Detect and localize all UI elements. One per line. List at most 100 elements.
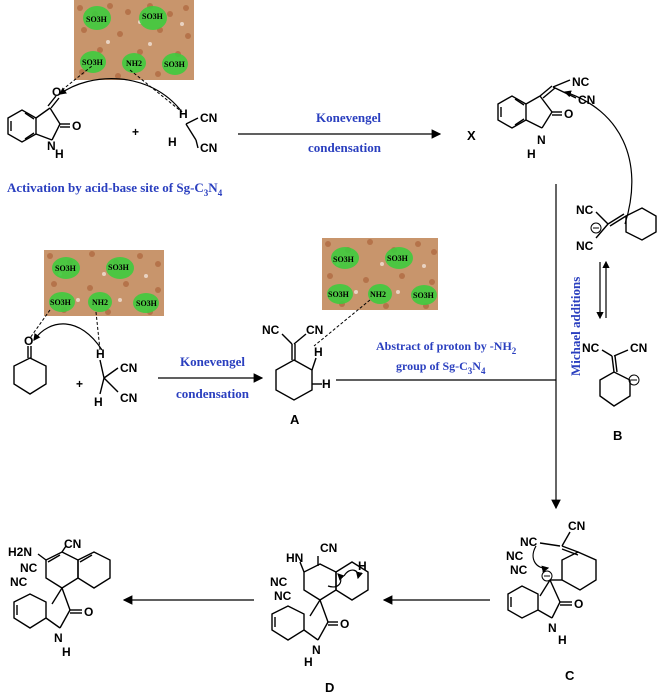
atom-h: H — [527, 147, 536, 161]
atom-h: H — [168, 135, 177, 149]
atom-n: N — [548, 621, 557, 635]
atom-cn: CN — [120, 361, 137, 375]
atom-nc: NC — [576, 203, 594, 217]
atom-h: H — [55, 147, 64, 161]
h-bond-dash — [95, 311, 101, 351]
sheet-site-nh2: NH2 — [92, 298, 108, 307]
atom-cn: CN — [568, 519, 585, 533]
atom-cn: CN — [64, 537, 81, 551]
compound-x: O N H NC CN — [497, 75, 595, 161]
compound-c: NC CN NC NC O N H — [506, 519, 597, 647]
step-label: condensation — [176, 386, 250, 401]
catalyst-sheet-centre: SO3H SO3H SO3H NH2 SO3H — [322, 238, 438, 310]
sheet-site-so3h: SO3H — [413, 291, 435, 300]
atom-nc: NC — [582, 341, 600, 355]
atom-cn: CN — [320, 541, 337, 555]
compound-label-d: D — [325, 680, 334, 695]
step-label: Konevengel — [316, 110, 381, 125]
michael-label: Michael additions — [568, 277, 583, 376]
atom-nc: NC — [506, 549, 524, 563]
sheet-site-so3h: SO3H — [82, 58, 104, 67]
atom-h: H — [314, 345, 323, 359]
atom-h2n: H2N — [8, 545, 32, 559]
sheet-site-so3h: SO3H — [136, 299, 158, 308]
atom-h: H — [94, 395, 103, 409]
h-bond-dash — [61, 65, 93, 91]
compound-label-a: A — [290, 412, 300, 427]
atom-cn: CN — [200, 141, 217, 155]
sheet-site-so3h: SO3H — [55, 264, 77, 273]
atom-o: O — [564, 107, 573, 121]
compound-b: NC CN — [582, 341, 647, 407]
atom-n: N — [537, 133, 546, 147]
sheet-site-nh2: NH2 — [126, 59, 142, 68]
compound-d: HN CN NC NC H O N H — [270, 541, 369, 669]
curved-arrow — [59, 78, 183, 113]
compound-label-c: C — [565, 668, 575, 683]
atom-cn: CN — [120, 391, 137, 405]
cyclohexanone-molecule: O — [13, 334, 47, 395]
atom-h: H — [358, 559, 367, 573]
catalyst-sheet-top: SO3H SO3H SO3H NH2 SO3H — [74, 0, 194, 80]
atom-h: H — [96, 347, 105, 361]
h-bond-dash — [29, 309, 51, 339]
isatin-molecule: O O N H — [7, 85, 81, 161]
compound-label-b: B — [613, 428, 622, 443]
catalyst-sheet-left: SO3H SO3H SO3H NH2 SO3H — [44, 250, 164, 316]
atom-h: H — [304, 655, 313, 669]
sheet-site-so3h: SO3H — [142, 12, 164, 21]
atom-n: N — [54, 631, 63, 645]
atom-o: O — [84, 605, 93, 619]
sheet-site-so3h: SO3H — [333, 255, 355, 264]
sheet-site-so3h: SO3H — [328, 290, 350, 299]
h-bond-dash — [129, 69, 183, 113]
compound-label-x: X — [467, 128, 476, 143]
abstract-note: group of Sg-C3N4 — [396, 359, 486, 376]
step-label: Konevengel — [180, 354, 245, 369]
atom-cn: CN — [306, 323, 323, 337]
malononitrile-molecule: H H CN CN — [94, 347, 137, 409]
atom-nc: NC — [572, 75, 590, 89]
atom-nc: NC — [10, 575, 28, 589]
carbanion-molecule: NC NC — [576, 203, 657, 253]
atom-cn: CN — [630, 341, 647, 355]
final-product: H2N CN NC NC O N H — [8, 537, 111, 659]
plus-sign: + — [76, 377, 83, 391]
atom-o: O — [52, 85, 61, 99]
atom-nc: NC — [270, 575, 288, 589]
atom-nc: NC — [274, 589, 292, 603]
sheet-site-so3h: SO3H — [86, 15, 108, 24]
atom-n: N — [312, 643, 321, 657]
sheet-site-nh2: NH2 — [370, 290, 386, 299]
atom-h: H — [179, 107, 188, 121]
sheet-site-so3h: SO3H — [387, 254, 409, 263]
plus-sign: + — [132, 125, 139, 139]
atom-o: O — [24, 334, 33, 348]
atom-o: O — [340, 617, 349, 631]
sheet-site-so3h: SO3H — [108, 263, 130, 272]
atom-nc: NC — [262, 323, 280, 337]
atom-o: O — [574, 597, 583, 611]
atom-h: H — [322, 377, 331, 391]
atom-nc: NC — [520, 535, 538, 549]
atom-o: O — [72, 119, 81, 133]
atom-n: N — [47, 139, 56, 153]
atom-nc: NC — [510, 563, 528, 577]
step-label: condensation — [308, 140, 382, 155]
atom-nc: NC — [576, 239, 594, 253]
sheet-site-so3h: SO3H — [50, 298, 72, 307]
atom-hn: HN — [286, 551, 303, 565]
curved-arrow — [563, 90, 633, 225]
atom-h: H — [558, 633, 567, 647]
sheet-site-so3h: SO3H — [164, 60, 186, 69]
atom-h: H — [62, 645, 71, 659]
atom-cn: CN — [200, 111, 217, 125]
h-bond-dash — [313, 299, 371, 347]
atom-nc: NC — [20, 561, 38, 575]
activation-note: Activation by acid-base site of Sg-C3N4 — [7, 180, 223, 198]
malononitrile-molecule: H H CN CN — [168, 107, 217, 155]
abstract-note: Abstract of proton by -NH2 — [376, 339, 517, 356]
curved-arrow — [33, 323, 103, 351]
compound-a: NC CN H H — [262, 323, 331, 401]
